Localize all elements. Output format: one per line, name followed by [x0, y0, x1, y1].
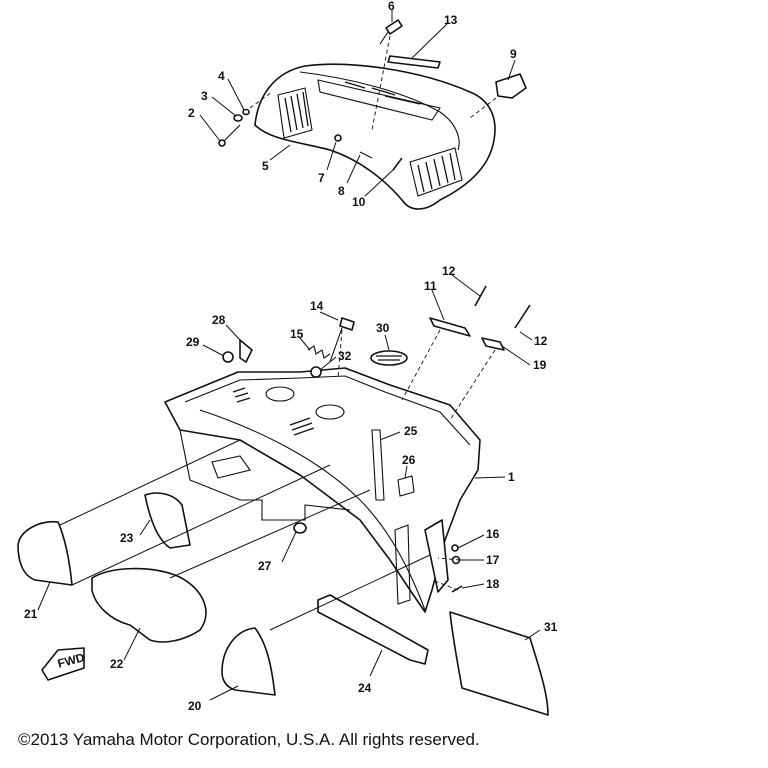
clip-part-7	[334, 134, 342, 142]
bracket-part-26	[397, 475, 415, 497]
callout-30: 30	[376, 321, 390, 335]
callout-labels: 1 2 3 4 5 6 7 8 9 10 11 12 12 13 14 15 1…	[24, 0, 558, 713]
front-panel-part-1	[164, 367, 481, 613]
bolt-part-14	[329, 317, 355, 363]
pad-part-20	[221, 627, 276, 696]
plate-part-31	[449, 611, 549, 716]
pin-part-10	[392, 157, 403, 171]
callout-4: 4	[218, 69, 225, 83]
callout-16: 16	[486, 527, 500, 541]
callout-7: 7	[318, 171, 325, 185]
callout-17: 17	[486, 553, 500, 567]
callout-12-upper: 12	[442, 264, 456, 278]
callout-21: 21	[24, 607, 38, 621]
callout-20: 20	[188, 699, 202, 713]
pad-part-22	[91, 567, 207, 643]
nut-part-29	[222, 351, 234, 363]
washer-part-3	[233, 114, 243, 122]
callout-11: 11	[424, 279, 437, 293]
cable-part-12-upper	[474, 285, 487, 307]
bar-part-24	[317, 594, 429, 665]
screw-part-16	[451, 544, 459, 552]
callout-3: 3	[201, 89, 208, 103]
callout-27: 27	[258, 559, 272, 573]
callout-31: 31	[544, 620, 558, 634]
callout-24: 24	[358, 681, 372, 695]
bracket-part-28	[239, 339, 253, 363]
side-bracket	[424, 519, 449, 593]
hood-left-vent	[277, 87, 313, 139]
callout-14: 14	[310, 299, 324, 313]
gauge-hole-right	[315, 404, 345, 420]
callout-6: 6	[388, 0, 395, 13]
pin-part-18	[451, 585, 463, 593]
callout-12-right: 12	[534, 334, 548, 348]
hood-top-slots	[344, 81, 421, 105]
callout-29: 29	[186, 335, 200, 349]
callout-32: 32	[338, 349, 352, 363]
panel-side-wall	[179, 429, 351, 521]
center-strap	[394, 524, 411, 605]
pad-part-23	[144, 492, 191, 549]
bracket-part-9	[495, 73, 527, 99]
callout-leaders	[37, 10, 541, 701]
washer-part-4	[242, 108, 250, 116]
cable-part-12-right	[514, 304, 531, 329]
panel-upper-surface	[184, 375, 471, 446]
strip-part-13	[387, 55, 441, 69]
grommet-part-32	[310, 366, 322, 378]
screw-part-2	[218, 124, 241, 147]
cable-bracket-part-11	[429, 317, 471, 337]
callout-8: 8	[338, 184, 345, 198]
callout-5: 5	[262, 159, 269, 173]
panel-inner-lip	[199, 409, 426, 611]
callout-28: 28	[212, 313, 226, 327]
callout-13: 13	[444, 13, 458, 27]
callout-26: 26	[402, 453, 416, 467]
grommet-part-27	[293, 522, 307, 534]
bolt-part-6	[379, 19, 403, 45]
callout-22: 22	[110, 657, 124, 671]
lower-dash-assembly	[164, 285, 531, 613]
foam-pads	[17, 439, 549, 716]
small-insert-pad	[211, 455, 251, 479]
callout-15: 15	[290, 327, 304, 341]
gauge-hole-left	[265, 386, 295, 402]
callout-10: 10	[352, 195, 366, 209]
callout-9: 9	[510, 47, 517, 61]
brace-part-25	[371, 429, 385, 501]
dash-top-vents	[232, 387, 315, 436]
callout-25: 25	[404, 424, 418, 438]
copyright-notice: ©2013 Yamaha Motor Corporation, U.S.A. A…	[18, 730, 480, 749]
pin-part-8	[359, 151, 373, 159]
cable-bracket-part-19	[481, 337, 505, 351]
hood-cowling	[254, 63, 496, 210]
fwd-label: FWD	[56, 650, 86, 671]
callout-1: 1	[508, 470, 515, 484]
fwd-arrow-mark: FWD	[41, 647, 86, 681]
callout-2: 2	[188, 106, 195, 120]
pad-part-21	[17, 520, 73, 586]
callout-23: 23	[120, 531, 134, 545]
spring-part-15	[307, 345, 331, 359]
hood-right-vent	[409, 147, 463, 197]
callout-19: 19	[533, 358, 547, 372]
upper-hood-assembly	[218, 19, 527, 210]
emblem-part-30	[370, 350, 408, 366]
callout-18: 18	[486, 577, 500, 591]
